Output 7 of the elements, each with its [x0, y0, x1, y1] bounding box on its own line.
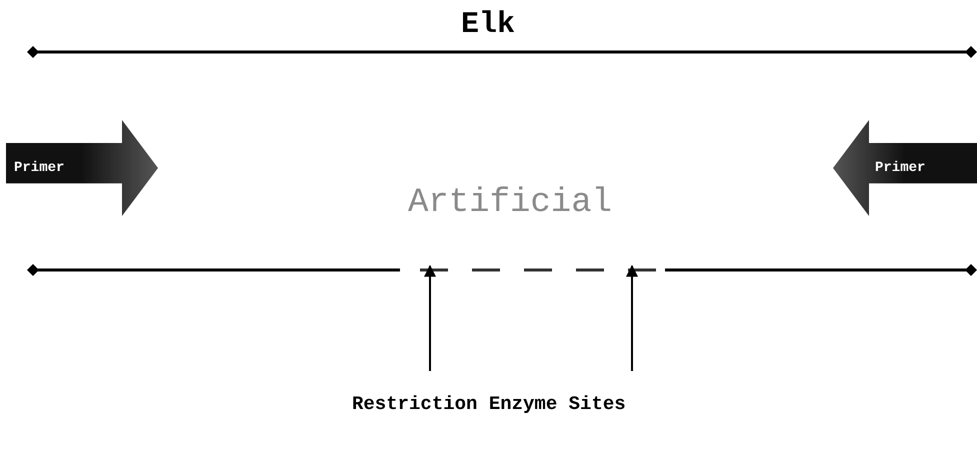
heading: Elk: [460, 8, 516, 42]
sequence-label: Artificial: [406, 184, 614, 222]
arrow: [626, 264, 638, 371]
primer-label: Primer: [875, 160, 926, 176]
primer-label: Primer: [14, 160, 64, 176]
sites-label: Restriction Enzyme Sites: [352, 393, 626, 415]
arrow: [424, 264, 436, 371]
